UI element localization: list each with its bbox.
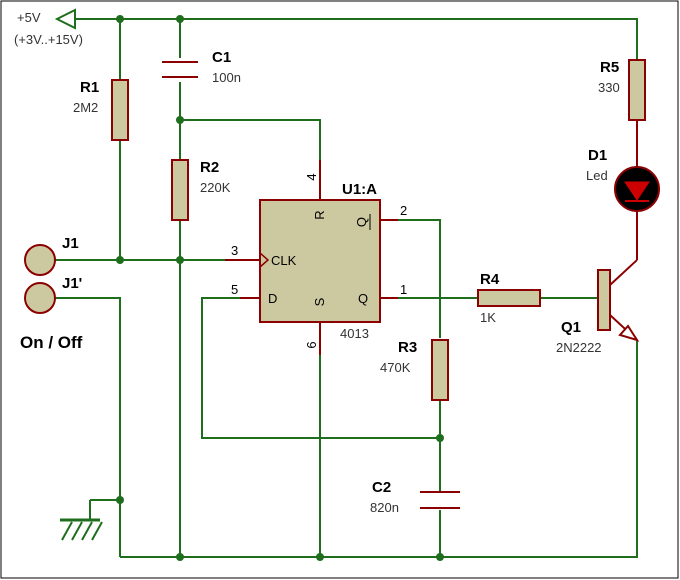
u1-ref: U1:A (342, 181, 377, 198)
jack-j1: J1 (24, 235, 79, 276)
junction-dot (176, 553, 184, 561)
pin-number-clk: 3 (231, 243, 238, 258)
pin-number-s: 6 (304, 341, 319, 348)
d1-value: Led (586, 168, 608, 183)
resistor-r1: R1 2M2 (73, 79, 129, 141)
led-arrow-icon (624, 181, 650, 201)
q1-ref: Q1 (561, 319, 581, 336)
r4-ref: R4 (480, 271, 500, 288)
pin-number-qbar: 2 (400, 203, 407, 218)
pin-label-d: D (268, 291, 277, 306)
junction-dot (116, 496, 124, 504)
pin-number-q: 1 (400, 282, 407, 297)
wire-bottom-rail (120, 340, 638, 558)
r3-value: 470K (380, 360, 411, 375)
r3-ref: R3 (398, 339, 417, 356)
wire-supply-rail (75, 18, 638, 62)
j1b-ref: J1' (62, 275, 82, 292)
q1-value: 2N2222 (556, 340, 602, 355)
supply-label: +5V (17, 10, 41, 25)
pin-label-clk: CLK (271, 253, 297, 268)
capacitor-c1: C1 100n (162, 49, 241, 85)
ground-icon (60, 500, 103, 541)
wire-qbar-line (398, 219, 441, 338)
led-d1: D1 Led (586, 120, 660, 260)
resistor-r2: R2 220K (171, 159, 231, 221)
transistor-base-bar (597, 269, 611, 331)
emitter-arrow-icon (618, 324, 640, 342)
transistor-q1: Q1 2N2222 (556, 259, 640, 355)
r2-ref: R2 (200, 159, 219, 176)
pin-label-qbar: Q (354, 217, 369, 227)
j1-ref: J1 (62, 235, 79, 252)
jack-j1b: J1' (24, 275, 82, 314)
junction-dot (176, 15, 184, 23)
r1-value: 2M2 (73, 100, 98, 115)
junction-dot (436, 434, 444, 442)
wires (55, 18, 638, 558)
junction-dot (116, 256, 124, 264)
wire-to-reset (180, 119, 321, 160)
r1-ref: R1 (80, 79, 99, 96)
u1-value: 4013 (340, 326, 369, 341)
junction-dot (316, 553, 324, 561)
pin-label-q: Q (358, 291, 368, 306)
r5-ref: R5 (600, 59, 619, 76)
junction-dot (436, 553, 444, 561)
supply-range: (+3V..+15V) (14, 32, 83, 47)
supply-arrow-icon (54, 8, 76, 30)
r4-value: 1K (480, 310, 496, 325)
pin-number-r: 4 (304, 173, 319, 180)
junction-dot (116, 15, 124, 23)
r2-value: 220K (200, 180, 231, 195)
clock-triangle-icon (259, 252, 270, 268)
r5-value: 330 (598, 80, 620, 95)
c2-value: 820n (370, 500, 399, 515)
resistor-r4: R4 1K (477, 271, 541, 325)
switch-label: On / Off (20, 333, 83, 352)
pin-number-d: 5 (231, 282, 238, 297)
wire-j1b-line (55, 297, 121, 557)
jack-j1-body (24, 244, 56, 276)
pin-label-r: R (312, 210, 327, 219)
wire-d-feedback (201, 297, 440, 439)
ic-body (259, 199, 381, 323)
resistor-r3: R3 470K (380, 339, 449, 401)
junction-dot (176, 256, 184, 264)
capacitor-c2: C2 820n (370, 479, 460, 515)
d1-ref: D1 (588, 147, 607, 164)
supply-terminal: +5V (+3V..+15V) (14, 8, 83, 47)
junctions (116, 15, 444, 561)
jack-j1b-body (24, 282, 56, 314)
c2-ref: C2 (372, 479, 391, 496)
ic-u1-4013: U1:A 4013 R Q CLK D Q S 4 2 3 5 1 6 (225, 160, 407, 355)
pin-label-s: S (312, 297, 327, 306)
c1-value: 100n (212, 70, 241, 85)
junction-dot (176, 116, 184, 124)
resistor-r5: R5 330 (598, 59, 646, 121)
c1-ref: C1 (212, 49, 231, 66)
